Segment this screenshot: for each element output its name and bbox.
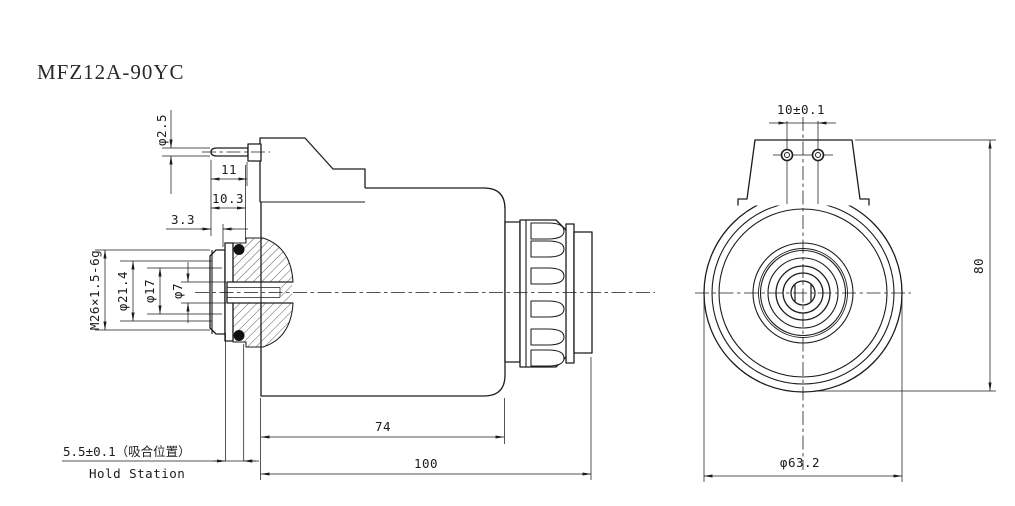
dim-dia-21-4-label: φ21.4 <box>115 271 130 311</box>
dim-outer-diameter-label: φ63.2 <box>780 455 820 470</box>
o-ring-top <box>233 244 245 255</box>
dim-overall-length-label: 100 <box>414 456 438 471</box>
dim-overall-length <box>260 357 592 480</box>
dim-height-label: 80 <box>971 258 986 274</box>
dim-body-length <box>260 398 505 480</box>
dim-pin-diameter-label: φ2.5 <box>154 114 169 146</box>
dim-body-length-label: 74 <box>375 419 391 434</box>
pin-holes <box>773 121 833 204</box>
knurled-nut <box>519 219 568 368</box>
dim-thread-label: M26×1.5-6g <box>87 250 102 330</box>
dim-3-3-label: 3.3 <box>171 212 195 227</box>
nut-collar-ring <box>565 223 575 364</box>
dim-10-3 <box>210 165 246 240</box>
dim-dia-21-4 <box>120 260 212 322</box>
flange-section-lower <box>232 302 294 348</box>
dim-height <box>814 139 996 392</box>
side-view: φ2.5 11 10.3 3.3 M26×1.5-6g <box>62 110 655 481</box>
dim-pin-length-label: 11 <box>221 162 237 177</box>
front-view: 10±0.1 80 φ63.2 <box>695 102 996 482</box>
dim-hold-station-label-cn: 5.5±0.1（吸合位置） <box>63 444 191 459</box>
dim-dia-17-label: φ17 <box>142 279 157 303</box>
dim-pin-spacing-label: 10±0.1 <box>777 102 825 117</box>
dim-hold-station-label-en: Hold Station <box>89 466 185 481</box>
drawing-title: MFZ12A-90YC <box>37 60 185 84</box>
pin-collar <box>247 143 262 162</box>
coil-body <box>260 187 506 397</box>
dim-dia-17 <box>147 267 222 315</box>
dim-3-3 <box>166 224 248 247</box>
terminal-housing <box>737 139 870 206</box>
dim-thread <box>95 249 210 331</box>
step-ring <box>504 221 521 363</box>
dim-dia-7-label: φ7 <box>170 283 185 299</box>
dim-pin-diameter <box>162 110 210 194</box>
dim-dia-7 <box>181 262 226 323</box>
dim-hold-station <box>62 333 259 463</box>
o-ring-bottom <box>233 330 245 341</box>
dim-outer-diameter <box>703 297 903 482</box>
dim-10-3-label: 10.3 <box>212 191 244 206</box>
dim-pin-length <box>210 160 248 236</box>
